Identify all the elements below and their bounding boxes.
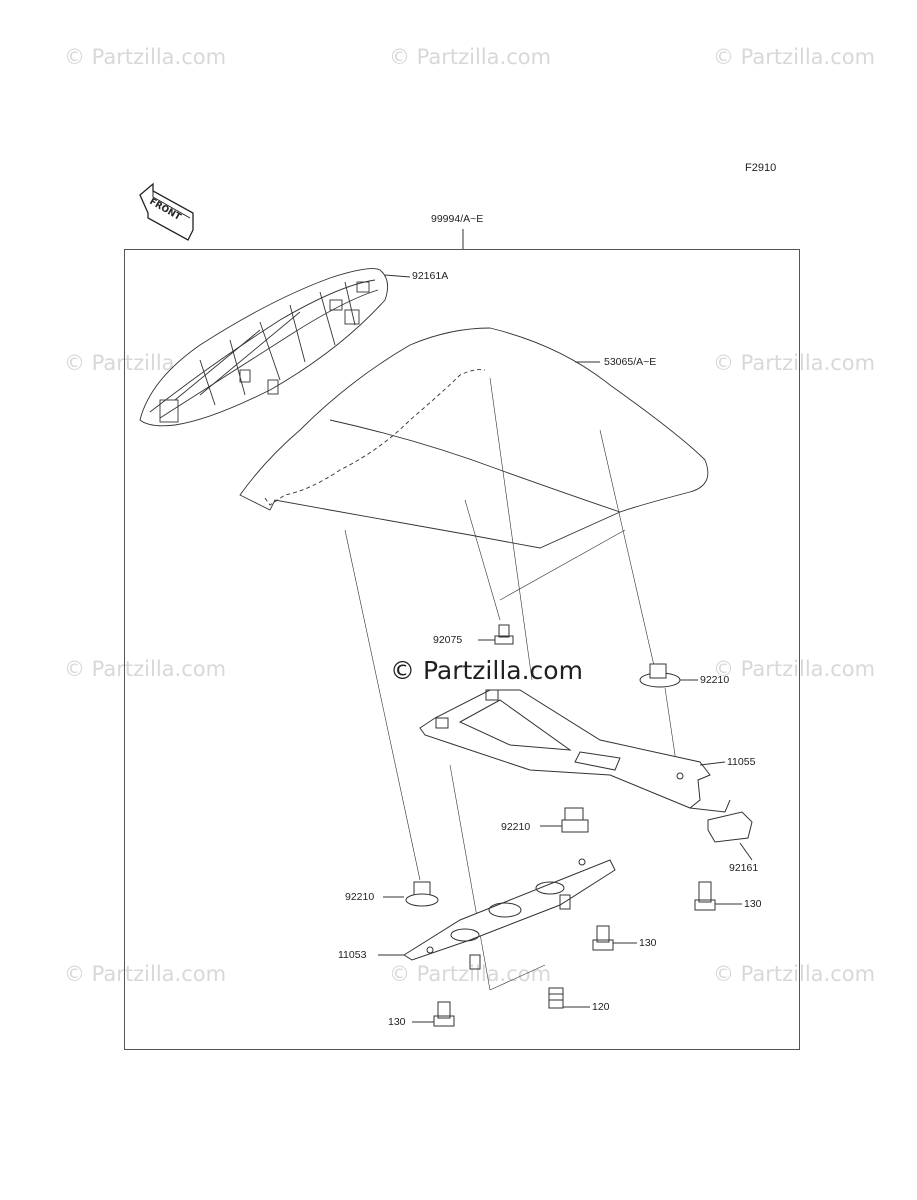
- bolt-92075: [494, 624, 514, 645]
- label-53065: 53065/A~E: [604, 356, 657, 368]
- label-92210-mid: 92210: [501, 821, 531, 833]
- bracket-11053: [403, 858, 616, 970]
- leader-11055: [699, 761, 726, 766]
- label-92161: 92161: [729, 862, 759, 874]
- bracket-11055: [419, 689, 731, 813]
- front-arrow-icon: [139, 182, 194, 241]
- center-watermark: © Partzilla.com: [390, 656, 583, 685]
- figure-id: F2910: [745, 162, 777, 174]
- assembly-frame: [124, 249, 800, 1050]
- watermark: © Partzilla.com: [64, 962, 227, 986]
- label-92210-right: 92210: [700, 674, 730, 686]
- bolt-130-mid: [592, 925, 614, 951]
- label-130-mid: 130: [639, 937, 657, 949]
- label-92210-left: 92210: [345, 891, 375, 903]
- clip-92210-mid: [561, 807, 589, 833]
- bolt-130-right: [694, 881, 716, 911]
- label-92075: 92075: [433, 634, 463, 646]
- leader-92161a: [384, 274, 411, 278]
- label-92161a: 92161A: [412, 270, 449, 282]
- leader-92161: [739, 842, 753, 861]
- label-11055: 11055: [727, 756, 756, 768]
- seat-cover: [239, 327, 709, 549]
- clip-92210-left: [405, 881, 439, 907]
- seat-base-plate: [139, 268, 389, 427]
- watermark: © Partzilla.com: [713, 45, 876, 69]
- label-130-right: 130: [744, 898, 762, 910]
- watermark: © Partzilla.com: [64, 45, 227, 69]
- watermark: © Partzilla.com: [713, 351, 876, 375]
- clip-92210-right: [639, 663, 681, 688]
- pad-92161: [707, 811, 753, 843]
- watermark: © Partzilla.com: [713, 657, 876, 681]
- label-assembly: 99994/A~E: [431, 213, 484, 225]
- watermark: © Partzilla.com: [64, 657, 227, 681]
- watermark: © Partzilla.com: [713, 962, 876, 986]
- watermark: © Partzilla.com: [389, 45, 552, 69]
- label-11053: 11053: [338, 949, 367, 961]
- label-130-left: 130: [388, 1016, 406, 1028]
- screw-120: [548, 987, 564, 1009]
- bolt-130-left: [433, 1001, 455, 1027]
- label-120: 120: [592, 1001, 610, 1013]
